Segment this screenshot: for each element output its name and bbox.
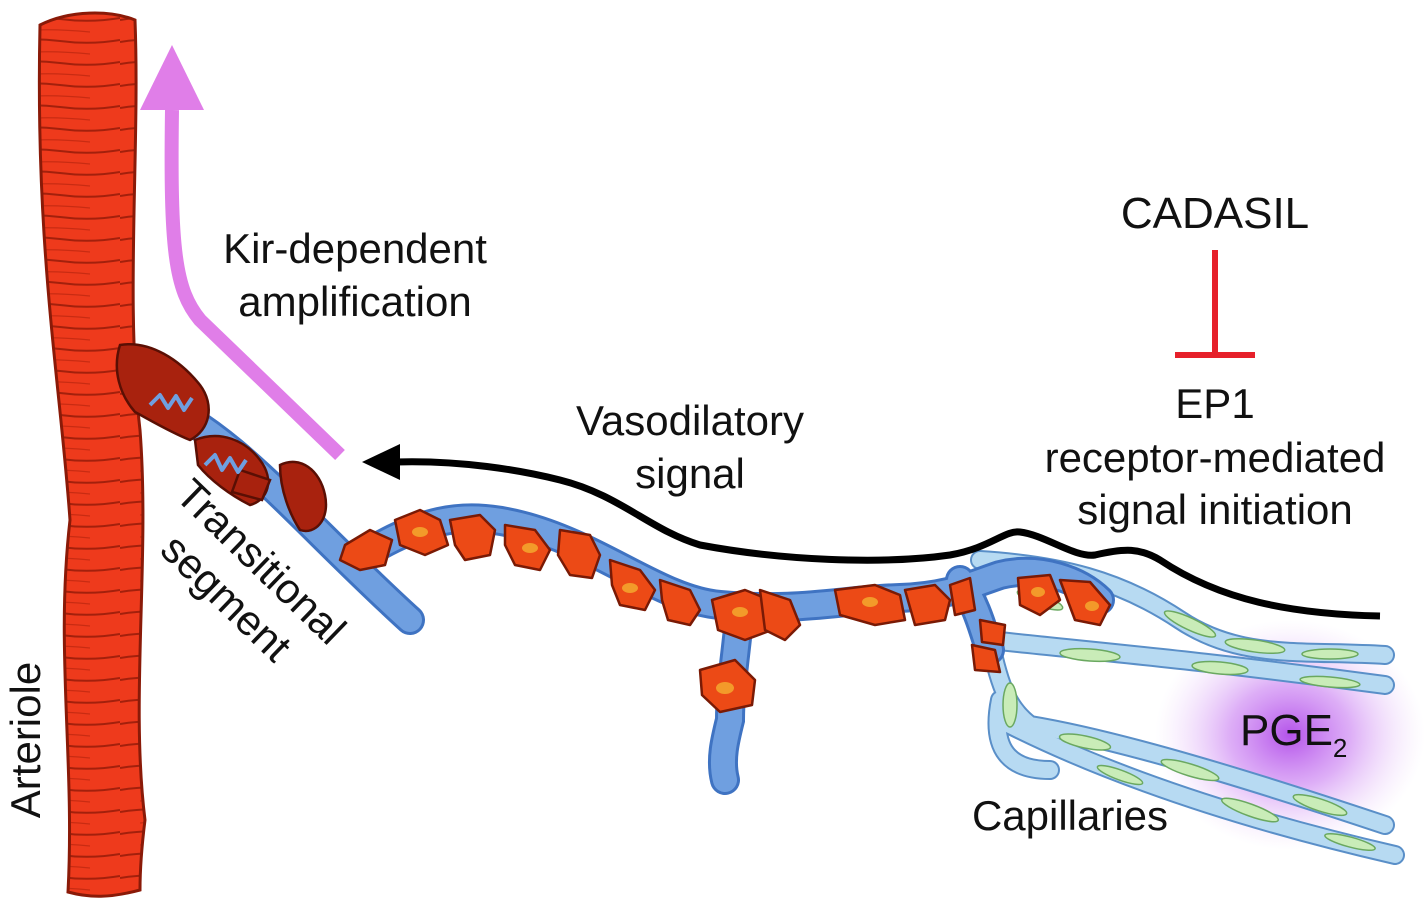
capillaries-label: Capillaries bbox=[972, 792, 1168, 839]
endothelial-cells bbox=[1002, 589, 1376, 852]
kir-label-line2: amplification bbox=[238, 278, 471, 325]
cadasil-inhibition bbox=[1175, 250, 1255, 358]
pge2-label-subscript: 2 bbox=[1333, 733, 1347, 763]
kir-label-line1: Kir-dependent bbox=[223, 225, 487, 272]
arteriole-label: Arteriole bbox=[2, 662, 49, 818]
pericyte-nuclei bbox=[412, 527, 1099, 694]
cadasil-label: CADASIL bbox=[1121, 189, 1309, 238]
pge2-label: PGE2 bbox=[1240, 706, 1347, 763]
ep1-label-line1: EP1 bbox=[1175, 380, 1254, 427]
pericytes bbox=[338, 508, 1112, 714]
transitional-smcs bbox=[115, 342, 328, 533]
vasodilatory-label-line2: signal bbox=[635, 450, 745, 497]
ep1-label-line2: receptor-mediated bbox=[1045, 434, 1386, 481]
ep1-label-line3: signal initiation bbox=[1077, 486, 1353, 533]
pge2-label-main: PGE bbox=[1240, 706, 1333, 755]
vasodilatory-signal-arrow bbox=[362, 444, 1381, 620]
kir-amplification-arrow bbox=[140, 45, 345, 461]
vasodilatory-label-line1: Vasodilatory bbox=[576, 397, 804, 444]
arteriole-vessel bbox=[37, 11, 147, 898]
transitional-processes bbox=[148, 393, 248, 474]
